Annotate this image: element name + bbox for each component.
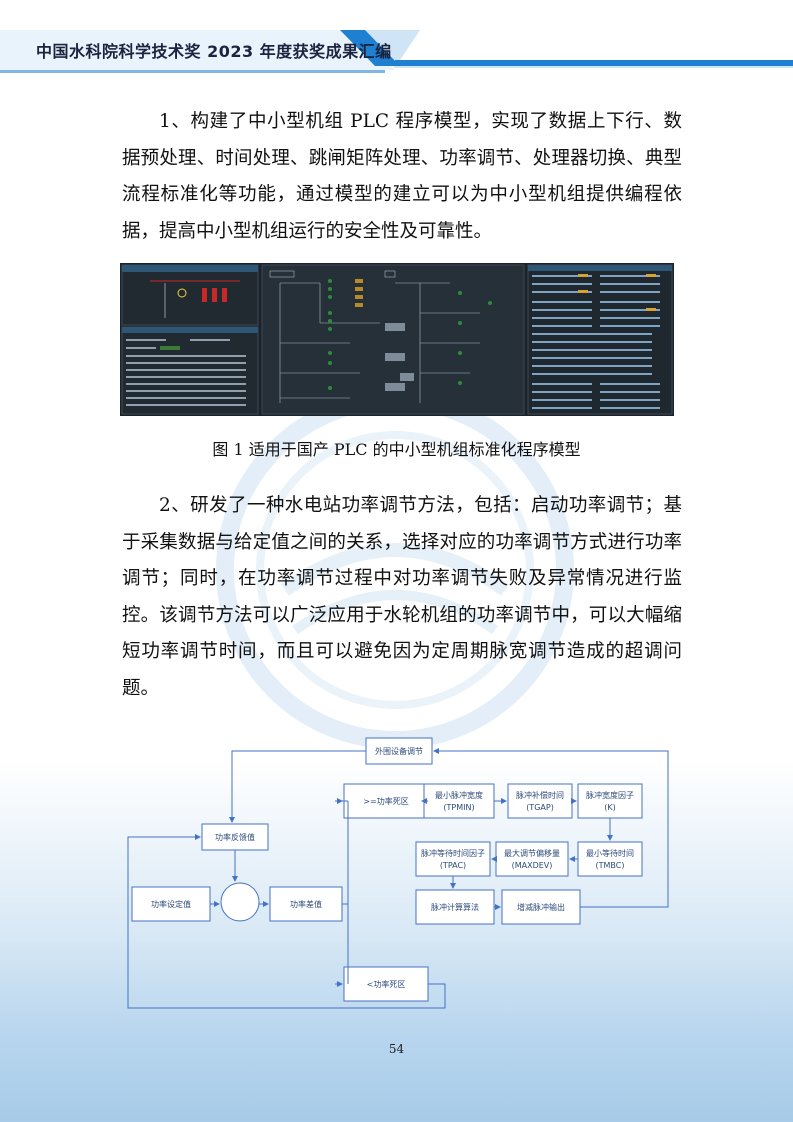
- flow-label-pulse-comp-2: (TGAP): [526, 803, 554, 812]
- flow-label-difference: 功率差值: [290, 899, 322, 909]
- flow-box-difference: [269, 886, 343, 922]
- flow-box-setpoint: [131, 886, 211, 922]
- flow-label-setpoint: 功率设定值: [151, 899, 191, 909]
- paragraph-2-text: 2、研发了一种水电站功率调节方法，包括：启动功率调节；基于采集数据与给定值之间的…: [122, 495, 682, 699]
- flow-box-feedback: [201, 823, 269, 851]
- page-number: 54: [388, 1042, 405, 1056]
- paragraph-2: 2、研发了一种水电站功率调节方法，包括：启动功率调节；基于采集数据与给定值之间的…: [122, 488, 682, 707]
- figure-1-scada-screenshot: [120, 263, 674, 416]
- flow-label-pulse-width-2: (K): [604, 803, 616, 812]
- flow-label-min-pulse-1: 最小脉冲宽度: [435, 790, 483, 800]
- power-regulation-flowchart: 外围设备调节 功率反馈值 功率设定值 功率差值 >=功率死区 最小脉冲宽度 (T…: [127, 737, 669, 1009]
- flow-label-lt-deadband: <功率死区: [367, 979, 406, 989]
- flow-node-sum: [220, 882, 260, 922]
- flow-box-peripheral: [365, 737, 433, 765]
- header-band: [0, 30, 793, 73]
- flow-box-pulse-out: [501, 889, 581, 925]
- flow-box-lt-deadband: [343, 966, 429, 1002]
- flow-box-pulse-width: [577, 783, 643, 819]
- flow-label-peripheral: 外围设备调节: [375, 746, 423, 756]
- flow-label-min-wait-1: 最小等待时间: [586, 848, 634, 858]
- flow-label-pulse-out: 增减脉冲输出: [517, 902, 565, 912]
- flow-label-pulse-comp-1: 脉冲补偿时间: [516, 790, 564, 800]
- flow-label-max-offset-2: (MAXDEV): [512, 861, 553, 870]
- flow-box-min-pulse: [423, 783, 495, 819]
- flow-box-pulse-comp: [507, 783, 573, 819]
- flow-label-pulse-width-1: 脉冲宽度因子: [586, 790, 634, 800]
- header-title: 中国水科院科学技术奖 2023 年度获奖成果汇编: [36, 42, 392, 61]
- background-water: [0, 760, 793, 1122]
- flow-label-pulse-wait-2: (TPAC): [440, 861, 466, 870]
- flow-box-min-wait: [577, 841, 643, 877]
- flow-label-min-pulse-2: (TPMIN): [443, 803, 474, 812]
- figure-1-caption: 图 1 适用于国产 PLC 的中小型机组标准化程序模型: [212, 440, 581, 459]
- flow-label-feedback: 功率反馈值: [215, 832, 255, 842]
- flow-box-pulse-calc: [415, 889, 495, 925]
- flow-label-gte-deadband: >=功率死区: [363, 796, 408, 806]
- flow-label-min-wait-2: (TMBC): [596, 861, 625, 870]
- flow-box-max-offset: [495, 841, 569, 877]
- paragraph-1-text: 1、构建了中小型机组 PLC 程序模型，实现了数据上下行、数据预处理、时间处理、…: [122, 111, 682, 242]
- flow-label-pulse-wait-1: 脉冲等待时间因子: [421, 848, 485, 858]
- flow-label-max-offset-1: 最大调节偏移量: [504, 848, 560, 858]
- flow-label-pulse-calc: 脉冲计算算法: [431, 902, 479, 912]
- flow-box-pulse-wait: [415, 841, 491, 877]
- paragraph-1: 1、构建了中小型机组 PLC 程序模型，实现了数据上下行、数据预处理、时间处理、…: [122, 104, 682, 250]
